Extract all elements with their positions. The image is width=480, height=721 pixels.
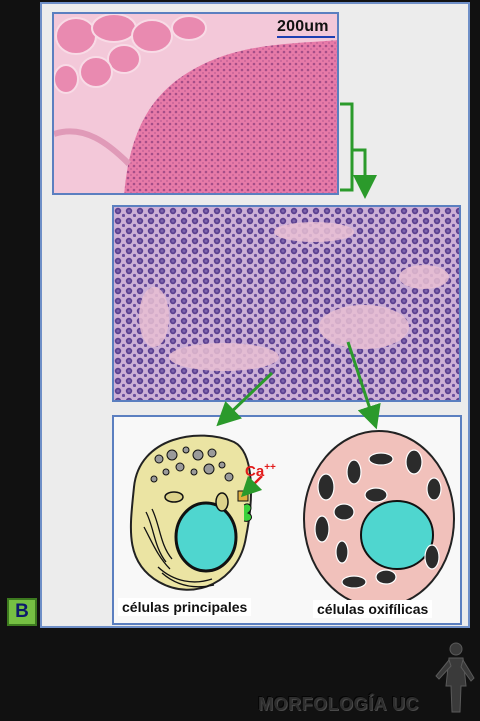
calcium-symbol: Ca [245,463,265,480]
scale-bar [277,36,335,38]
panel-badge: B [7,598,37,626]
principal-cells-caption: células principales [118,598,252,616]
calcium-charge: ++ [264,462,276,473]
scale-bar-label: 200um [277,18,329,35]
oxyphil-cells-caption: células oxifílicas [313,600,433,618]
high-magnification-micrograph [112,205,461,402]
calcium-label: Ca++ [245,462,276,480]
low-magnification-micrograph [52,12,339,195]
brand-watermark: MORFOLOGÍA UC [258,694,419,714]
anatomy-figure-icon [435,642,475,713]
cell-diagram-box [112,415,462,625]
